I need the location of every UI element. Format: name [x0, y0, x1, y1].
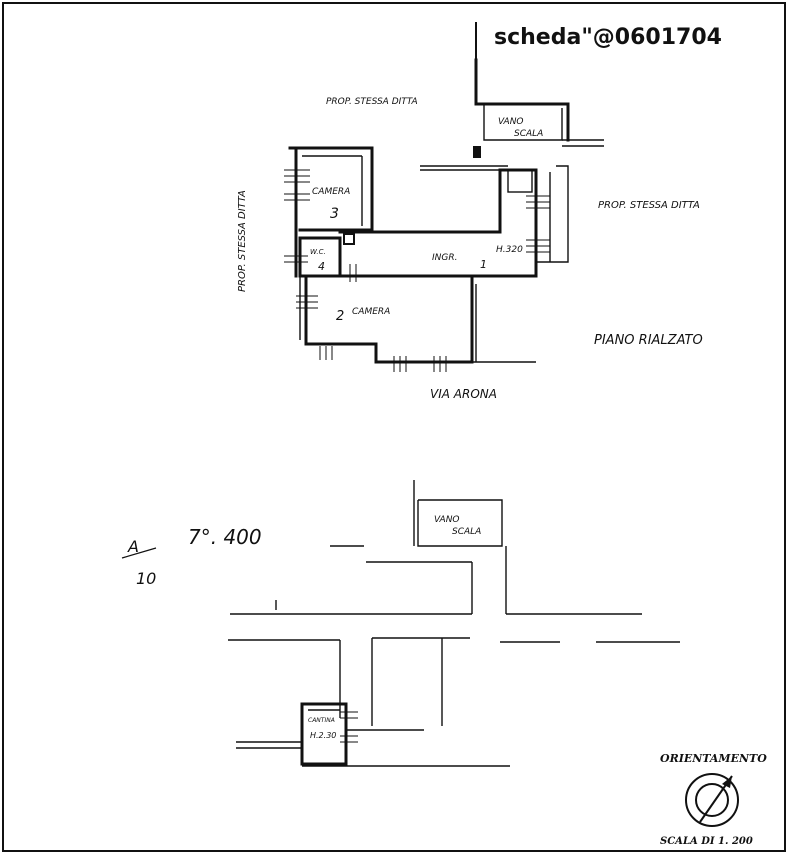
camera-2-walls	[304, 274, 474, 364]
compass-inner	[695, 783, 729, 817]
room-camera-2-label: CAMERA	[352, 307, 390, 317]
door-mark	[343, 233, 355, 245]
lower-stair-label-1: VANO	[434, 515, 460, 525]
upper-column	[473, 146, 481, 158]
room-camera-3-label: CAMERA	[312, 187, 350, 197]
marginal-note-value: 7°. 400	[188, 525, 262, 549]
window-ticks	[284, 169, 550, 372]
cantina-height: H.2.30	[310, 731, 336, 740]
ingresso-num: 1	[480, 258, 487, 271]
level-label: PIANO RIALZATO	[594, 333, 703, 348]
neighbor-left-label: PROP. STESSA DITTA	[237, 190, 248, 292]
ingresso-right-wall	[498, 168, 538, 278]
wc-walls	[298, 236, 342, 278]
camera-3-wall	[288, 146, 374, 232]
upper-plan: VANO SCALA	[237, 58, 703, 401]
neighbor-right-label: PROP. STESSA DITTA	[598, 200, 700, 211]
cantina-window-ticks	[340, 711, 358, 743]
ingresso-top-wall	[338, 168, 502, 234]
neighbor-top-label: PROP. STESSA DITTA	[326, 97, 418, 107]
room-camera-2-num: 2	[336, 309, 344, 324]
upper-stair-label-2: SCALA	[514, 129, 543, 139]
scale-label: SCALA DI 1. 200	[660, 836, 753, 847]
room-camera-3-num: 3	[330, 206, 339, 222]
lower-stair-box	[417, 499, 503, 547]
upper-stair-wall	[474, 58, 570, 142]
room-wc-num: 4	[318, 260, 325, 273]
lower-stair-label-2: SCALA	[452, 527, 481, 537]
right-outer-wall-2	[536, 165, 569, 263]
marginal-note-fraction	[121, 547, 157, 559]
cantina-label: CANTINA	[308, 717, 335, 724]
header-code: scheda"@0601704	[494, 25, 722, 50]
lower-plan: VANO SCALA CANTINA H.2.30	[228, 480, 680, 767]
compass-arrow-icon	[722, 776, 732, 788]
street-label: VIA ARONA	[430, 387, 497, 401]
marginal-note-top: A	[127, 537, 139, 556]
room-wc-label: W.C.	[310, 248, 326, 256]
orientation-label: ORIENTAMENTO	[660, 752, 767, 765]
marginal-note-bottom: 10	[136, 569, 156, 588]
upper-stair-label-1: VANO	[498, 117, 524, 127]
right-closet	[507, 169, 533, 193]
ingresso-height: H.320	[496, 245, 523, 255]
legend: ORIENTAMENTO SCALA DI 1. 200	[660, 752, 767, 847]
room-ingresso-label: INGR.	[432, 253, 457, 263]
upper-stair-inner	[483, 104, 563, 141]
cantina-walls	[300, 702, 348, 766]
compass-outer	[685, 773, 739, 827]
marginal-notes: A 10 7°. 400	[121, 525, 364, 588]
